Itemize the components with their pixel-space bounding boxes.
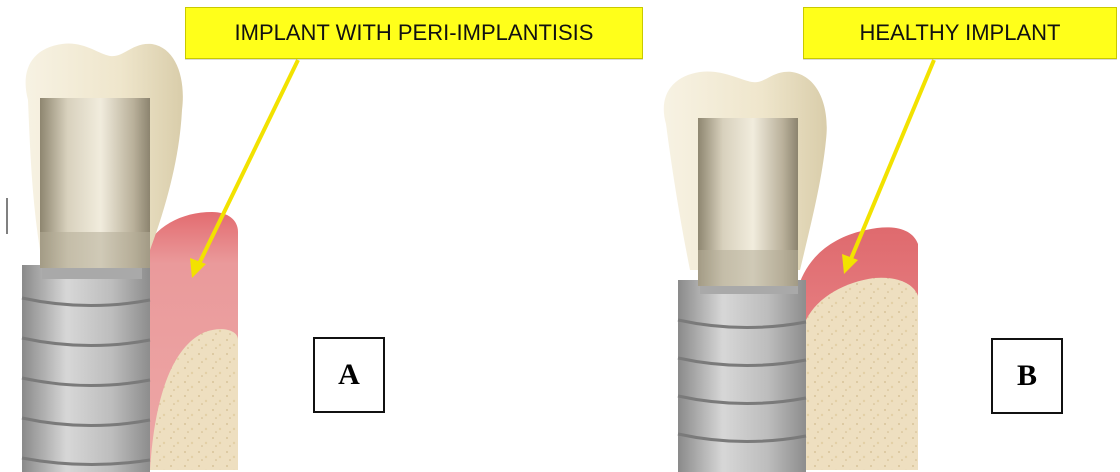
panel-letter-b: B (991, 338, 1063, 414)
implant-screw (678, 280, 806, 472)
callout-label-a: IMPLANT WITH PERI-IMPLANTISIS (185, 7, 643, 59)
implant-screw (22, 265, 150, 472)
callout-arrow-a (196, 60, 298, 270)
callout-label-b: HEALTHY IMPLANT (803, 7, 1117, 59)
bone-healthy (806, 278, 918, 470)
panel-a-illustration (22, 44, 298, 472)
panel-letter-a: A (313, 337, 385, 413)
panel-b-illustration (664, 60, 934, 472)
